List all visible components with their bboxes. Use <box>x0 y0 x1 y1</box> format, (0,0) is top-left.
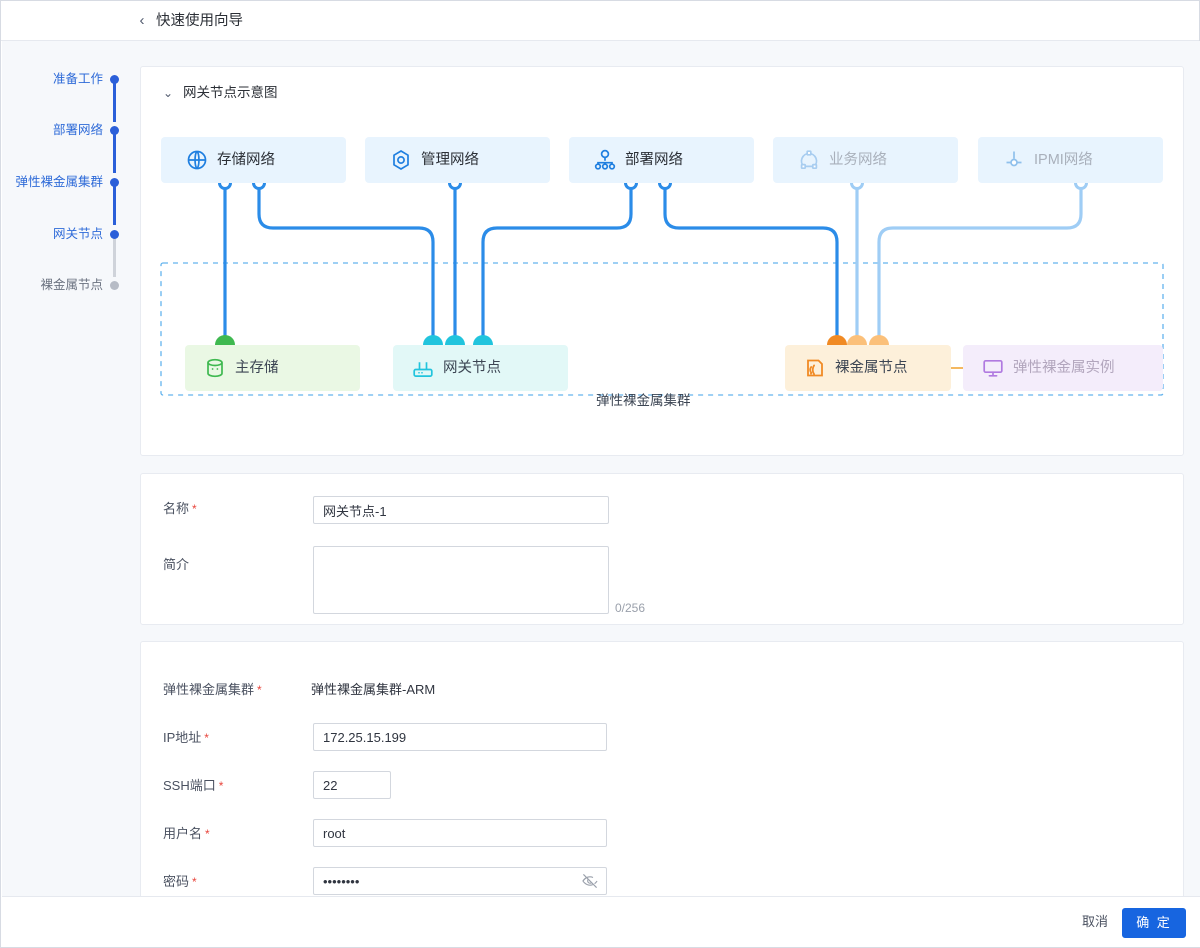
node-box-gateway[interactable]: 网关节点 <box>393 345 568 391</box>
step-connector-3 <box>113 186 116 225</box>
ip-address-input[interactable] <box>313 723 607 751</box>
monitor-icon <box>981 356 1005 380</box>
basic-info-card: 名称* 简介 0/256 <box>140 473 1184 625</box>
network-topology-diagram: 存储网络 管理网络 <box>141 67 1183 455</box>
node-tree-icon <box>593 148 617 172</box>
node-label: 网关节点 <box>443 360 501 376</box>
ssh-port-label: SSH端口* <box>163 778 224 793</box>
chevron-down-icon: ⌄ <box>162 86 174 100</box>
wizard-stepper: 准备工作 部署网络 弹性裸金属集群 网关节点 裸金属节点 <box>2 41 124 896</box>
cluster-label: 弹性裸金属集群* <box>163 682 262 697</box>
network-label: 管理网络 <box>421 152 479 168</box>
eye-off-icon[interactable] <box>581 872 599 890</box>
cancel-button[interactable]: 取消 <box>1081 914 1108 929</box>
node-box-primary-storage[interactable]: 主存储 <box>185 345 360 391</box>
page-body: 准备工作 部署网络 弹性裸金属集群 网关节点 裸金属节点 <box>2 41 1200 911</box>
signal-icon <box>803 356 827 380</box>
network-box-storage[interactable]: 存储网络 <box>161 137 346 183</box>
node-label: 弹性裸金属实例 <box>1013 360 1115 376</box>
required-marker: * <box>205 827 210 841</box>
required-marker: * <box>257 683 262 697</box>
step-label: 网关节点 <box>52 227 103 241</box>
page-footer: 取消 确 定 <box>2 896 1200 947</box>
step-label: 弹性裸金属集群 <box>15 175 103 189</box>
step-label: 部署网络 <box>52 123 103 137</box>
hexagon-target-icon <box>389 148 413 172</box>
cluster-caption: 弹性裸金属集群 <box>596 393 691 408</box>
required-marker: * <box>204 731 209 745</box>
ring-topology-icon <box>797 148 821 172</box>
step-label: 准备工作 <box>52 72 103 86</box>
step-dot-icon <box>110 178 119 187</box>
network-box-management[interactable]: 管理网络 <box>365 137 550 183</box>
cluster-value: 弹性裸金属集群-ARM <box>311 682 436 697</box>
name-label: 名称* <box>163 501 197 516</box>
username-label: 用户名* <box>163 826 210 841</box>
step-dot-icon <box>110 75 119 84</box>
globe-icon <box>185 148 209 172</box>
step-connector-4 <box>113 238 116 277</box>
password-input[interactable] <box>313 867 607 895</box>
node-label: 裸金属节点 <box>835 360 908 376</box>
router-icon <box>411 356 435 380</box>
required-marker: * <box>192 875 197 889</box>
node-box-baremetal[interactable]: 裸金属节点 <box>785 345 951 391</box>
required-marker: * <box>218 779 224 793</box>
network-label: 业务网络 <box>829 152 887 168</box>
step-connector-1 <box>113 83 116 122</box>
network-box-business[interactable]: 业务网络 <box>773 137 958 183</box>
step-dot-icon <box>110 126 119 135</box>
connection-info-card: 弹性裸金属集群* 弹性裸金属集群-ARM IP地址* SSH端口* 用户名* 密… <box>140 641 1184 911</box>
network-label: 部署网络 <box>625 152 683 168</box>
network-label: 存储网络 <box>217 152 275 168</box>
required-marker: * <box>192 502 197 516</box>
database-icon <box>203 356 227 380</box>
step-label: 裸金属节点 <box>40 278 103 292</box>
step-dot-icon <box>110 230 119 239</box>
username-input[interactable] <box>313 819 607 847</box>
diagram-card: ⌄ 网关节点示意图 <box>140 66 1184 456</box>
page-title: 快速使用向导 <box>156 13 243 29</box>
ip-address-label: IP地址* <box>163 730 209 745</box>
name-input[interactable] <box>313 496 609 524</box>
step-connector-2 <box>113 134 116 173</box>
network-box-deploy[interactable]: 部署网络 <box>569 137 754 183</box>
ipmi-junction-icon <box>1002 148 1026 172</box>
step-dot-icon <box>110 281 119 290</box>
diagram-section-title: 网关节点示意图 <box>183 85 278 100</box>
node-box-baremetal-instance[interactable]: 弹性裸金属实例 <box>963 345 1163 391</box>
back-chevron-icon[interactable]: ‹ <box>139 12 145 29</box>
confirm-button[interactable]: 确 定 <box>1122 908 1186 938</box>
page-header: ‹ 快速使用向导 <box>1 1 1199 41</box>
node-label: 主存储 <box>235 360 279 376</box>
description-char-counter: 0/256 <box>615 601 646 615</box>
password-label: 密码* <box>163 874 197 889</box>
network-box-ipmi[interactable]: IPMI网络 <box>978 137 1163 183</box>
network-label: IPMI网络 <box>1034 152 1093 168</box>
description-textarea[interactable] <box>313 546 609 614</box>
description-label: 简介 <box>163 557 190 572</box>
ssh-port-input[interactable] <box>313 771 391 799</box>
